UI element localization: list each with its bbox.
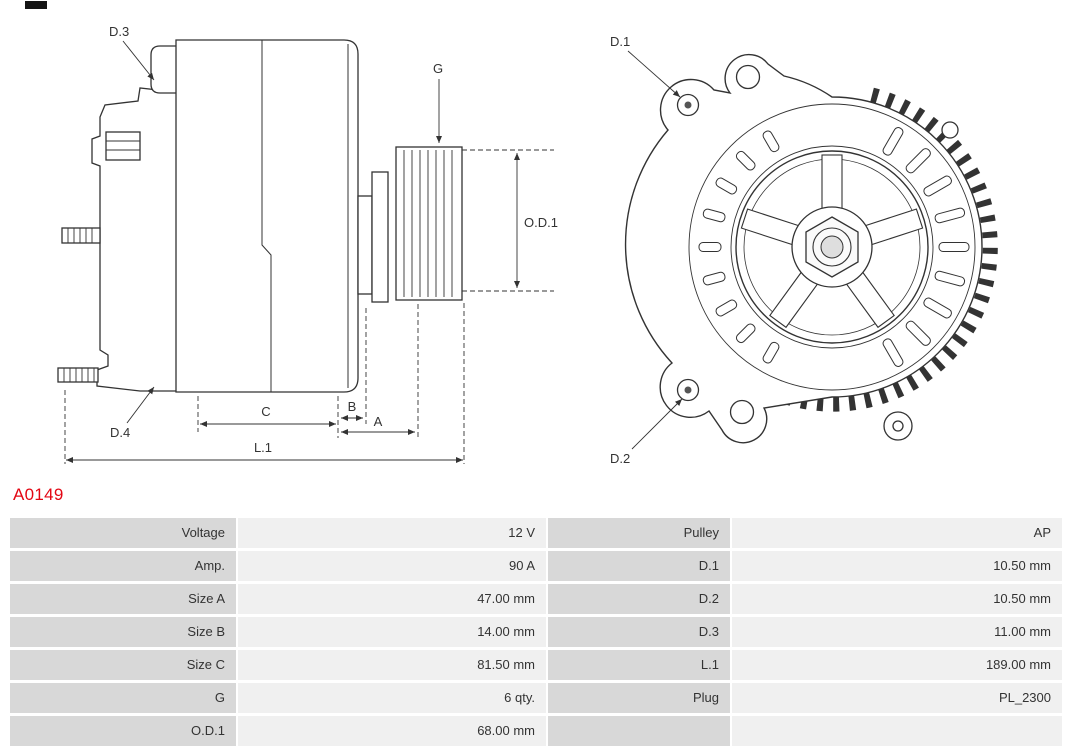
- label-a: A: [374, 414, 383, 429]
- mount-hole-bottom: [729, 399, 755, 425]
- front-bracket-outline: [175, 39, 359, 393]
- rear-connector: [105, 131, 141, 161]
- front-view: [624, 50, 998, 450]
- leader-d2: [631, 398, 683, 450]
- spec-label-cell: Size C: [10, 650, 236, 680]
- leader-d4: [126, 386, 155, 424]
- spec-label-cell: Amp.: [10, 551, 236, 581]
- spec-value-cell: 81.50 mm: [238, 650, 546, 680]
- scan-artifact: [25, 1, 47, 9]
- spec-label-cell: O.D.1: [10, 716, 236, 746]
- pulley-spokes: [740, 154, 924, 329]
- spec-value-cell: 47.00 mm: [238, 584, 546, 614]
- alternator-drawing-svg: D.3 D.4 G O.D.1 C B A L.1: [57, 24, 998, 466]
- label-d2: D.2: [610, 451, 630, 466]
- mount-hole-top: [735, 64, 761, 90]
- spec-value-cell: AP: [732, 518, 1062, 548]
- spec-label-cell: D.3: [548, 617, 730, 647]
- part-number: A0149: [13, 485, 64, 504]
- label-d1: D.1: [610, 34, 630, 49]
- spec-label-cell: Size A: [10, 584, 236, 614]
- label-od1: O.D.1: [524, 215, 558, 230]
- spec-label-cell: D.1: [548, 551, 730, 581]
- leader-d3: [122, 40, 155, 81]
- front-view-labels: D.1 D.2: [610, 34, 630, 466]
- spec-value-cell: 189.00 mm: [732, 650, 1062, 680]
- technical-drawing: D.3 D.4 G O.D.1 C B A L.1: [57, 24, 998, 466]
- pulley-face: [735, 150, 929, 344]
- hole-bottom-right: [892, 420, 904, 432]
- label-g: G: [433, 61, 443, 76]
- spec-label-cell: Pulley: [548, 518, 730, 548]
- spec-value-cell: [732, 716, 1062, 746]
- spec-value-cell: 14.00 mm: [238, 617, 546, 647]
- spec-value-cell: 11.00 mm: [732, 617, 1062, 647]
- label-b: B: [348, 399, 357, 414]
- spec-label-cell: L.1: [548, 650, 730, 680]
- terminal-stud: [61, 227, 101, 244]
- pulley-rim-outer: [730, 145, 934, 349]
- mounting-lug-top: [150, 45, 176, 94]
- leader-d1: [627, 50, 681, 98]
- spec-value-cell: 68.00 mm: [238, 716, 546, 746]
- side-view: [57, 39, 554, 464]
- spec-value-cell: 90 A: [238, 551, 546, 581]
- stator-fins: [762, 87, 998, 412]
- spec-label-cell: [548, 716, 730, 746]
- spec-label-cell: D.2: [548, 584, 730, 614]
- spec-value-cell: 10.50 mm: [732, 584, 1062, 614]
- spec-label-cell: Plug: [548, 683, 730, 713]
- shaft-spacer-1: [357, 195, 373, 295]
- inner-rim: [688, 103, 976, 391]
- shaft-ring: [812, 227, 852, 267]
- spec-label-cell: Voltage: [10, 518, 236, 548]
- spec-value-cell: PL_2300: [732, 683, 1062, 713]
- vent-slots: [698, 127, 970, 367]
- side-view-labels: D.3 D.4 G O.D.1 C B A L.1: [109, 24, 558, 455]
- shaft-center: [820, 235, 844, 259]
- spec-value-cell: 12 V: [238, 518, 546, 548]
- shaft-spacer-2: [371, 171, 389, 303]
- spec-label-cell: G: [10, 683, 236, 713]
- spec-table: Voltage 12 V Pulley AP Amp. 90 A D.1 10.…: [10, 518, 1062, 746]
- stator-joint-line: [261, 40, 272, 392]
- label-d4: D.4: [110, 425, 130, 440]
- label-d3: D.3: [109, 24, 129, 39]
- mounting-stud: [57, 367, 99, 383]
- pulley-side: [395, 146, 463, 301]
- spec-value-cell: 10.50 mm: [732, 551, 1062, 581]
- spec-label-cell: Size B: [10, 617, 236, 647]
- spec-value-cell: 6 qty.: [238, 683, 546, 713]
- extension-lines: [64, 149, 554, 464]
- hole-top-right: [941, 121, 959, 139]
- label-l1: L.1: [254, 440, 272, 455]
- label-c: C: [261, 404, 270, 419]
